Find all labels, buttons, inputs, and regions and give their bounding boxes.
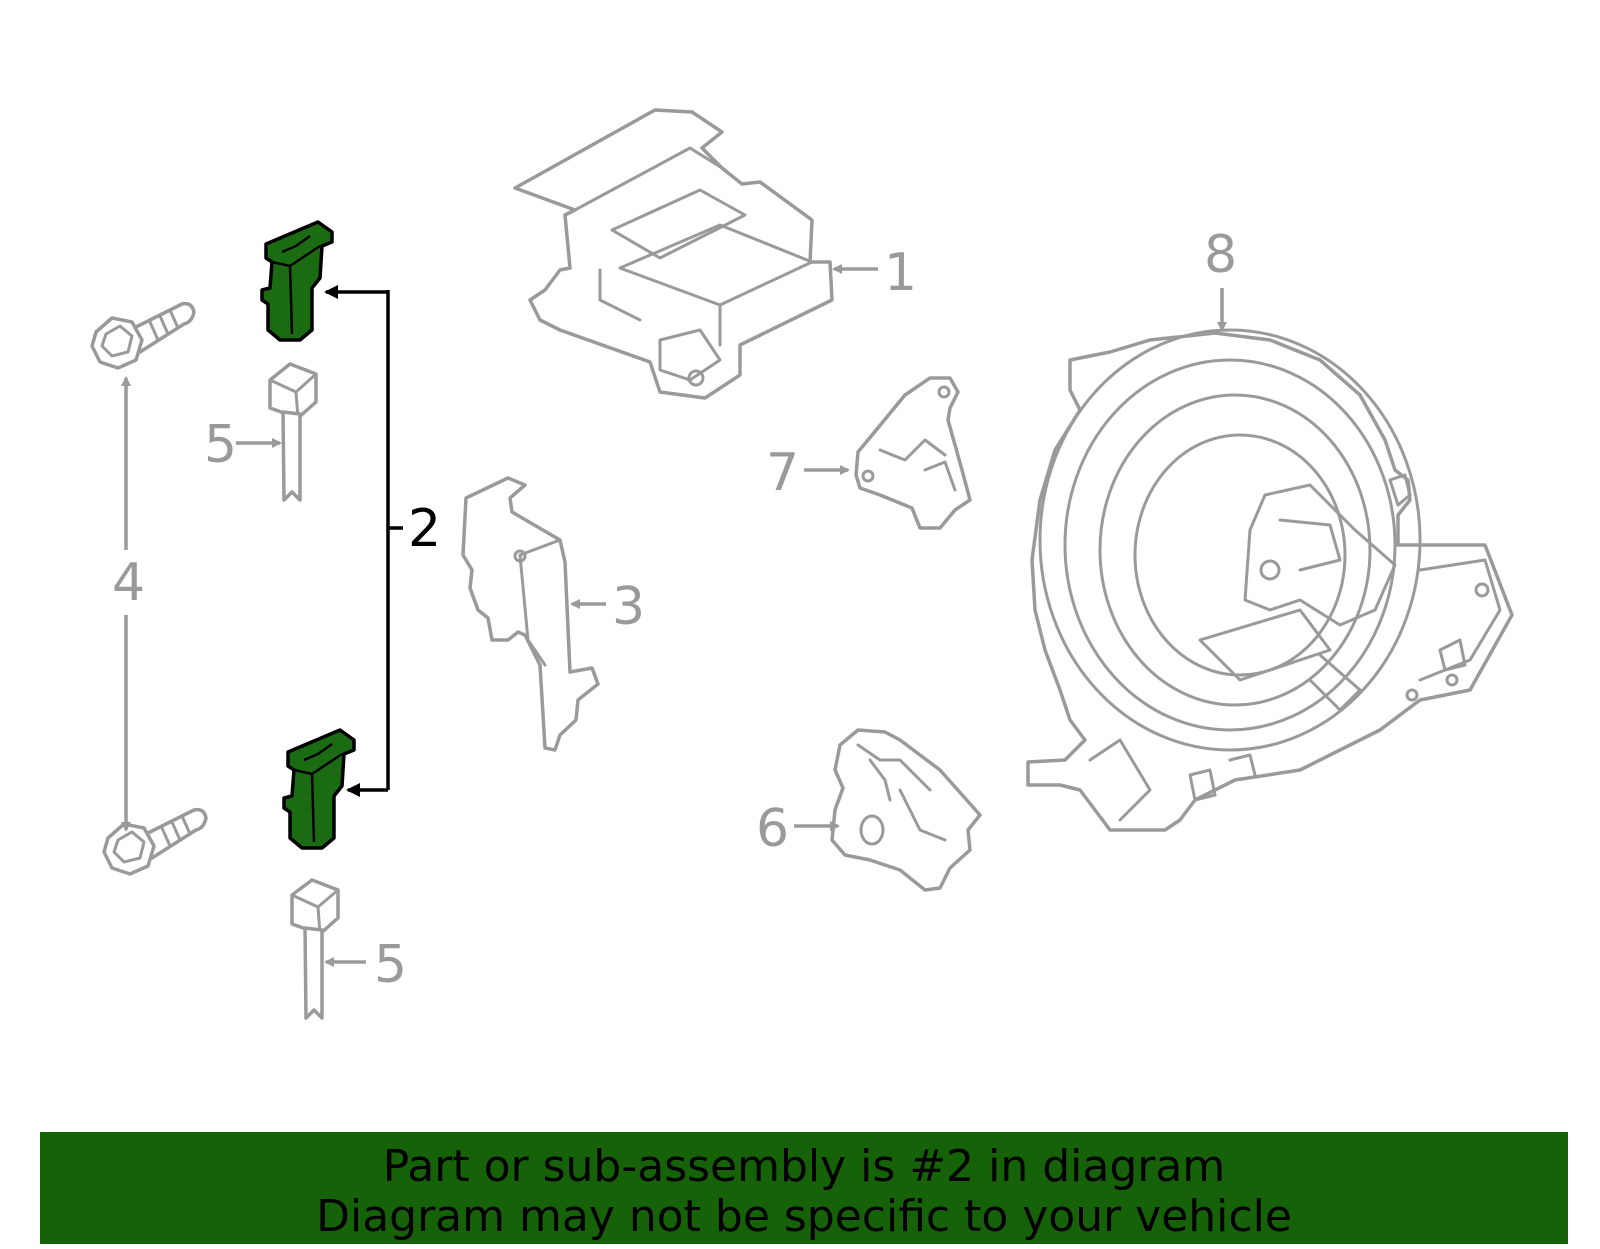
callout-5-upper: 5: [204, 415, 237, 475]
info-banner: Part or sub-assembly is #2 in diagram Di…: [40, 1132, 1568, 1244]
callout-7: 7: [766, 443, 799, 503]
callout-4: 4: [112, 553, 145, 613]
part-4-bolt-lower[interactable]: [102, 807, 208, 876]
callout-6: 6: [756, 799, 789, 859]
banner-line-1: Part or sub-assembly is #2 in diagram: [382, 1141, 1226, 1192]
callout-1: 1: [884, 243, 917, 303]
callout-8: 8: [1204, 225, 1237, 285]
part-2-sensor-upper[interactable]: [260, 220, 334, 342]
part-5-pin-upper[interactable]: [268, 362, 318, 502]
part-1-control-module[interactable]: [513, 108, 834, 400]
part-5-pin-lower[interactable]: [290, 878, 340, 1020]
callout-3: 3: [612, 577, 645, 637]
part-3-bracket[interactable]: [461, 476, 600, 752]
part-8-clockspring[interactable]: [1026, 328, 1514, 832]
part-7-sensor[interactable]: [854, 376, 972, 530]
part-2-sensor-lower[interactable]: [282, 728, 356, 850]
leader-2: [386, 290, 403, 790]
part-4-bolt-upper[interactable]: [90, 301, 196, 370]
banner-line-2: Diagram may not be specific to your vehi…: [316, 1191, 1292, 1242]
callout-2: 2: [408, 499, 441, 559]
callout-5-lower: 5: [374, 935, 407, 995]
part-6-sensor[interactable]: [830, 728, 982, 892]
